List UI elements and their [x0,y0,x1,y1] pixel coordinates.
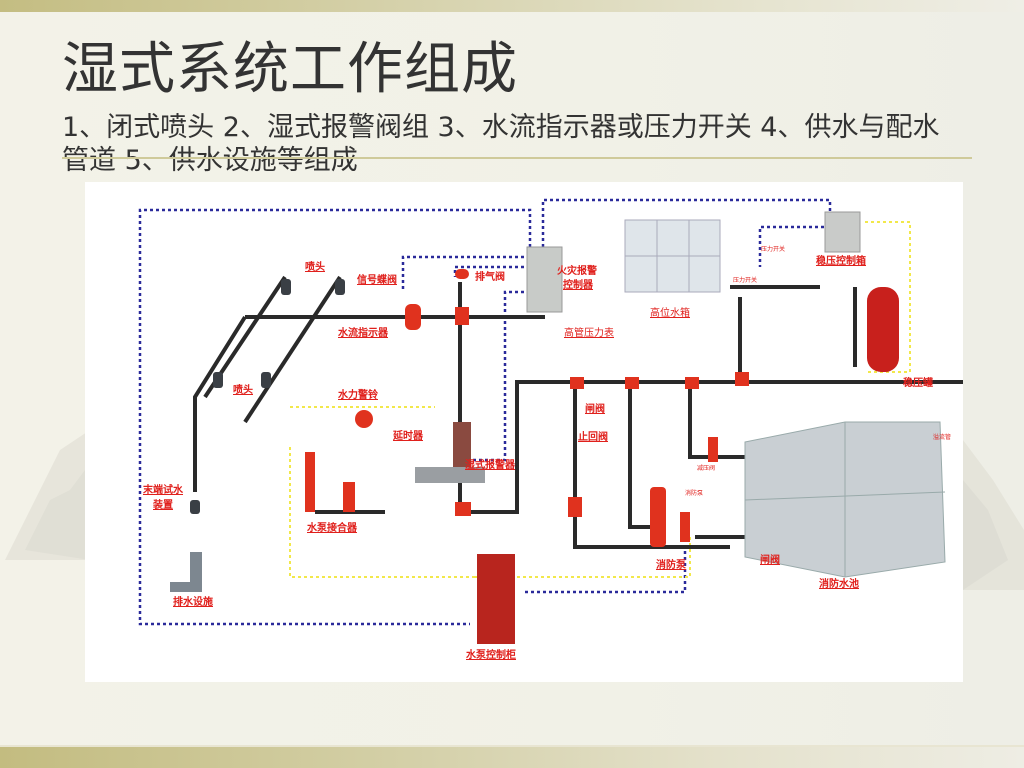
power-lines [289,221,911,578]
label-check-valve: 止回阀 [578,432,608,443]
label-small-overflow: 溢流管 [933,434,952,441]
slide-subtitle: 1、闭式喷头 2、湿式报警阀组 3、水流指示器或压力开关 4、供水与配水管道 5… [62,112,940,176]
decorative-landscape-left [5,430,90,560]
label-sprinkler-bottom: 喷头 [233,385,253,396]
label-delay-device: 延时器 [393,431,423,442]
label-fire-water-pool: 消防水池 [819,579,859,590]
diagram-drawing [138,198,963,644]
signal-lines [138,198,832,626]
label-signal-butterfly-valve: 信号蝶阀 [357,275,397,286]
label-hydraulic-alarm-bell: 水力警铃 [338,390,378,401]
fire-alarm-controller [526,246,563,313]
label-end-test-device-1: 末端试水 [143,485,183,496]
label-gate-valve-1: 闸阀 [585,404,605,415]
drainage-pipe [170,552,202,592]
high-level-tank [624,219,721,293]
label-exhaust-valve: 排气阀 [475,272,505,283]
label-fire-alarm-controller-1: 火灾报警 [557,266,597,277]
label-small-reducing-valve: 减压阀 [697,465,716,472]
label-small-pressure-switch-2: 压力开关 [733,277,758,284]
label-small-pump: 消防泵 [685,490,704,497]
sprinkler-heads [190,279,345,514]
fire-water-pool [744,421,946,578]
label-pump-adapter: 水泵接合器 [307,523,357,534]
label-end-test-device-2: 装置 [153,500,173,511]
top-decorative-band [0,0,1024,12]
title-divider [62,157,972,159]
alarm-valve-group [415,422,485,483]
label-gate-valve-2: 闸阀 [760,555,780,566]
label-sprinkler-top: 喷头 [305,262,325,273]
wet-system-diagram: 喷头 喷头 信号蝶阀 排气阀 火灾报警 控制器 水流指示器 高管压力表 高位水箱… [85,182,963,682]
bottom-divider [0,745,1024,747]
label-fire-alarm-controller-2: 控制器 [563,280,593,291]
decorative-landscape-right [963,440,1024,590]
label-fire-pump: 消防泵 [656,560,686,571]
label-high-level-tank: 高位水箱 [650,308,690,319]
label-high-tank-pressure-gauge: 高管压力表 [564,328,614,339]
label-pump-control-cabinet: 水泵控制柜 [466,650,516,661]
pressure-tank [867,287,899,372]
label-pressure-tank: 稳压罐 [903,378,933,389]
label-wet-alarm-valve: 湿式报警器 [465,460,515,471]
label-pressure-control-box: 稳压控制箱 [816,256,866,267]
label-water-flow-indicator: 水流指示器 [338,328,388,339]
slide-title: 湿式系统工作组成 [62,37,518,102]
label-small-pressure-switch-1: 压力开关 [761,246,786,253]
label-drainage-facility: 排水设施 [173,597,213,608]
fire-pump-cabinet [477,554,515,644]
bottom-decorative-band [0,747,1024,768]
pressure-control-box [824,211,861,253]
